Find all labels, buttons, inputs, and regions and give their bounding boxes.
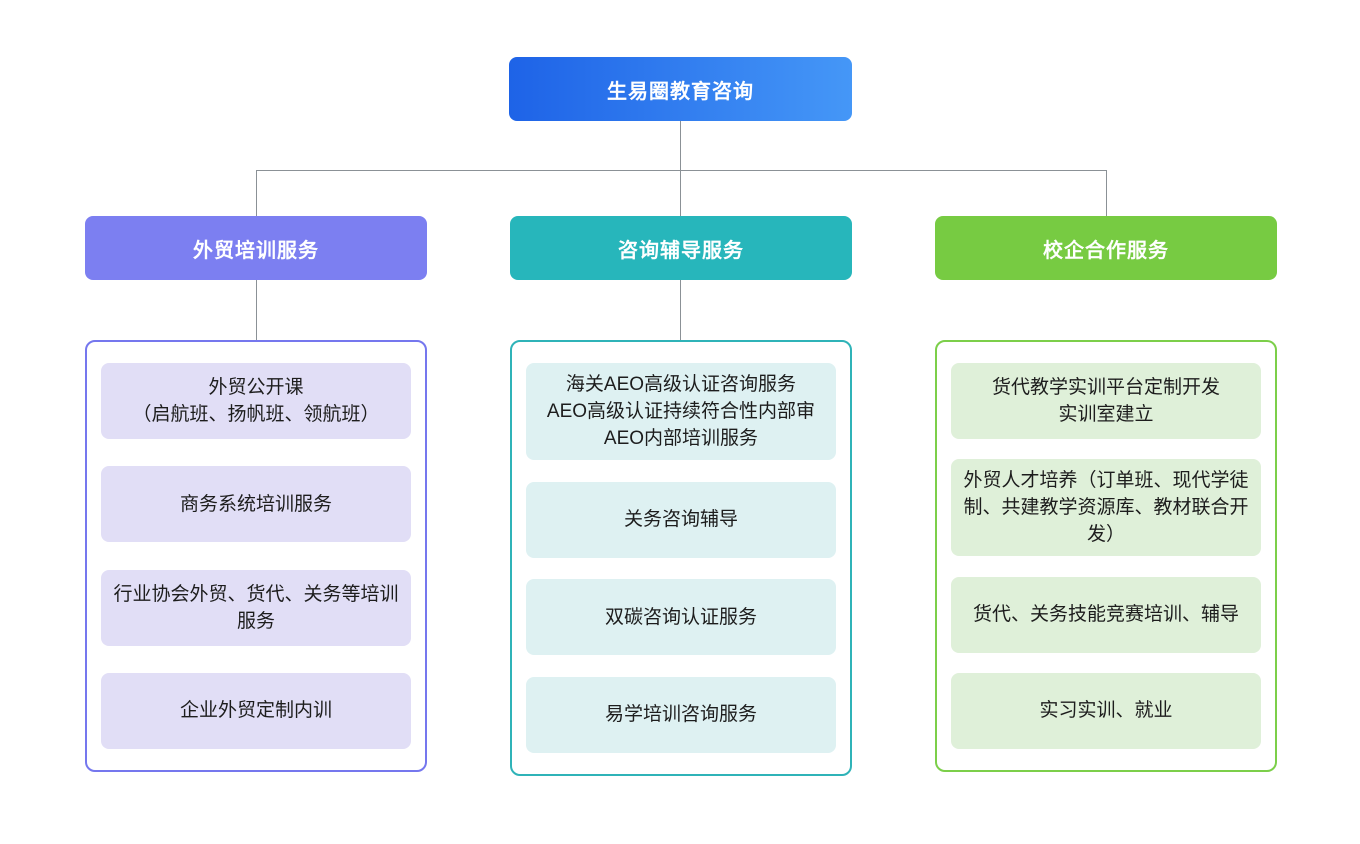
list-item: 行业协会外贸、货代、关务等培训服务 [101, 569, 411, 646]
list-item: 货代教学实训平台定制开发 实训室建立 [951, 363, 1261, 439]
root-node: 生易圈教育咨询 [509, 57, 852, 121]
list-item: 外贸公开课 （启航班、扬帆班、领航班） [101, 363, 411, 439]
branch-header-school-enterprise: 校企合作服务 [935, 216, 1277, 280]
connector-stub-left [256, 171, 257, 216]
list-item: 海关AEO高级认证咨询服务 AEO高级认证持续符合性内部审 AEO内部培训服务 [526, 363, 836, 460]
connector-stub-right [1106, 171, 1107, 216]
connector-stub-middle [680, 171, 681, 216]
connector-drop-middle [680, 280, 681, 340]
list-item: 企业外贸定制内训 [101, 672, 411, 749]
list-item: 关务咨询辅导 [526, 481, 836, 558]
connector-root-vertical [680, 121, 681, 170]
connector-drop-left [256, 280, 257, 340]
list-item: 外贸人才培养（订单班、现代学徒制、共建教学资源库、教材联合开发） [951, 459, 1261, 557]
branch-container-trade-training: 外贸公开课 （启航班、扬帆班、领航班） 商务系统培训服务 行业协会外贸、货代、关… [85, 340, 427, 772]
branch-container-consulting: 海关AEO高级认证咨询服务 AEO高级认证持续符合性内部审 AEO内部培训服务 … [510, 340, 852, 776]
branch-container-school-enterprise: 货代教学实训平台定制开发 实训室建立 外贸人才培养（订单班、现代学徒制、共建教学… [935, 340, 1277, 772]
list-item: 双碳咨询认证服务 [526, 579, 836, 656]
connector-horizontal-spread [256, 170, 1107, 171]
list-item: 易学培训咨询服务 [526, 676, 836, 753]
list-item: 货代、关务技能竞赛培训、辅导 [951, 576, 1261, 653]
list-item: 实习实训、就业 [951, 672, 1261, 749]
list-item: 商务系统培训服务 [101, 466, 411, 543]
branch-header-trade-training: 外贸培训服务 [85, 216, 427, 280]
branch-header-consulting: 咨询辅导服务 [510, 216, 852, 280]
